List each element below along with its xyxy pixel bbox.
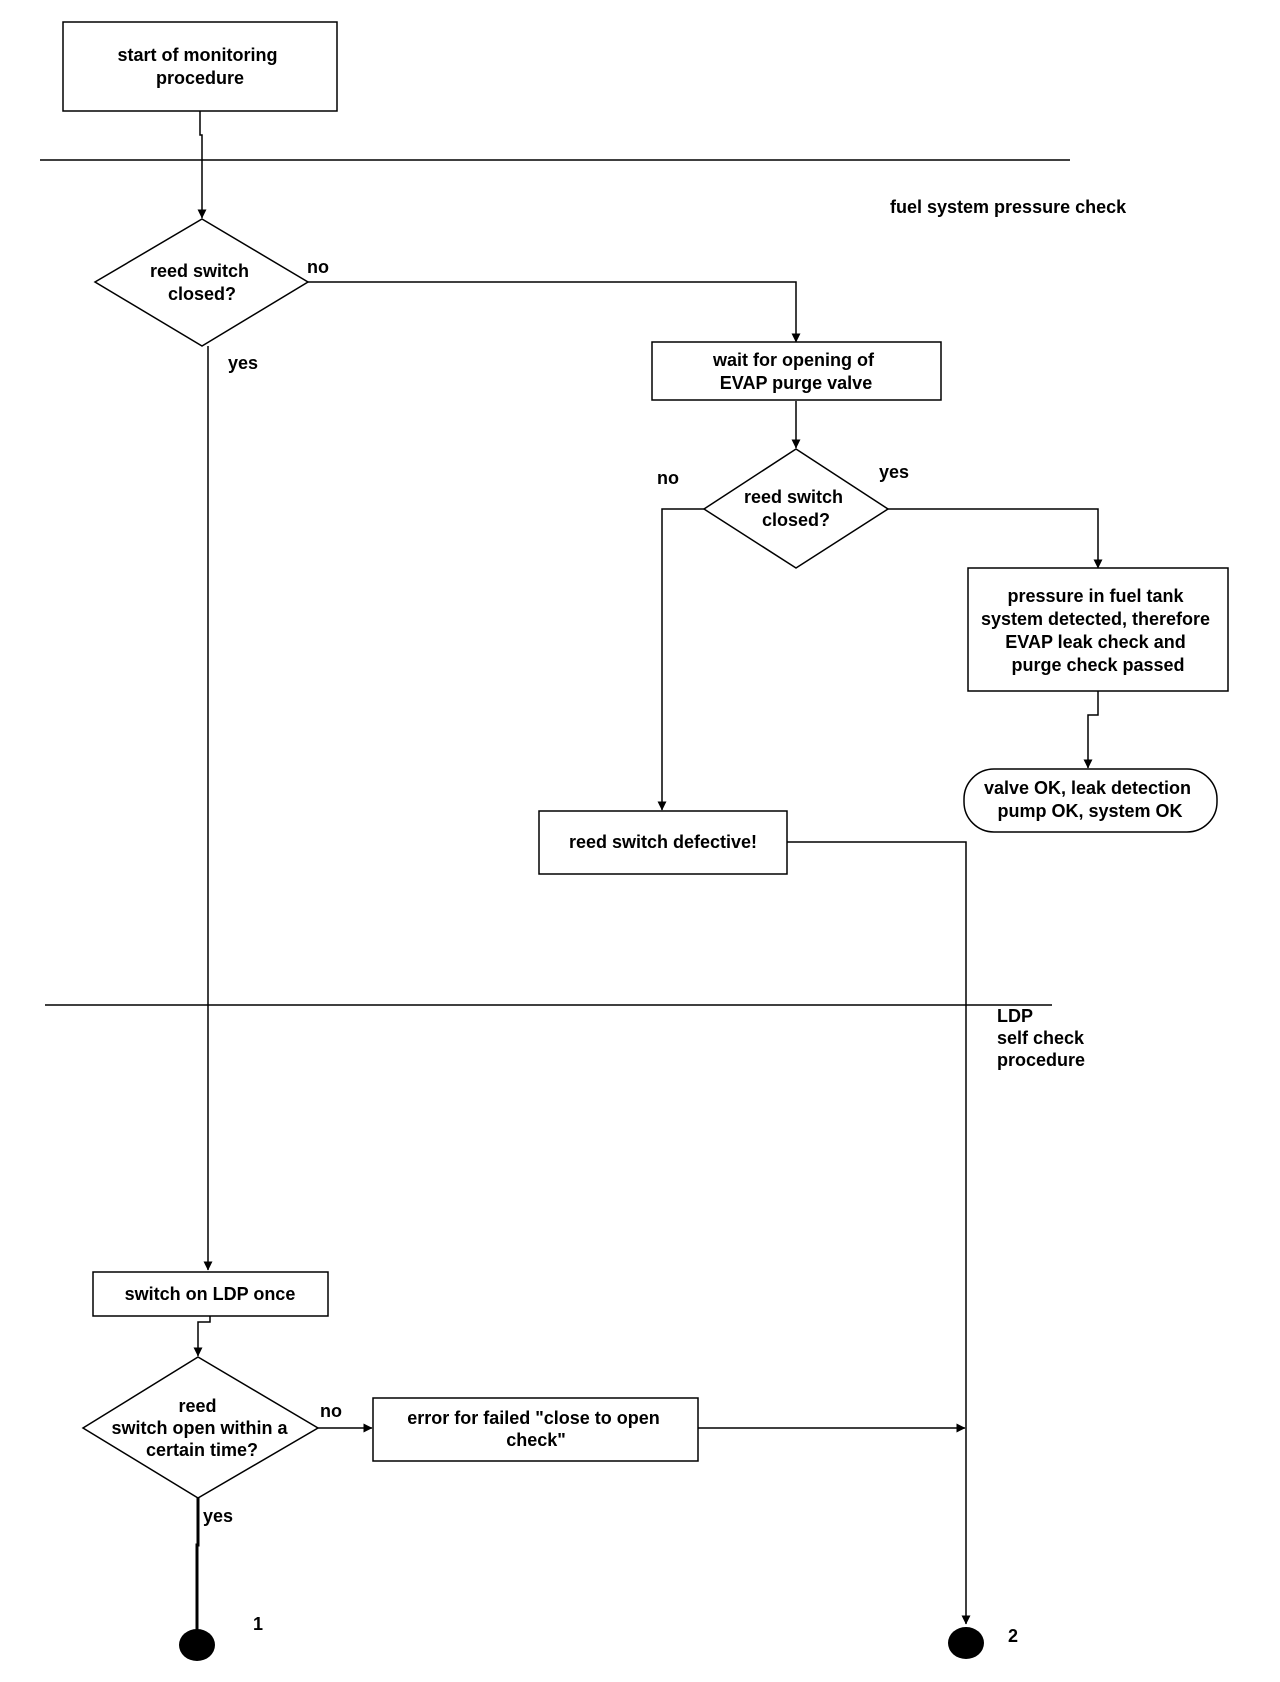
decision-label-line: reed switch: [150, 261, 249, 281]
error-line: check": [506, 1430, 566, 1450]
section-label-ldp-self-check: LDP self check procedure: [997, 1006, 1089, 1070]
decision-label-line: closed?: [168, 284, 236, 304]
pressure-detected-label: pressure in fuel tank system detected, t…: [981, 586, 1215, 675]
wait-purge-line: wait for opening of: [712, 350, 875, 370]
start-box: [62, 21, 338, 112]
decision-reed-open-label: reed switch open within a certain time?: [111, 1396, 292, 1460]
decision-label-line: switch open within a: [111, 1418, 288, 1438]
wait-purge-box-label: wait for opening of EVAP purge valve: [712, 350, 879, 393]
edge-label-d2-no: no: [657, 468, 679, 488]
decision-label-line: closed?: [762, 510, 830, 530]
edge-start-to-decision1: [197, 111, 207, 219]
section-label-ldp-line: self check: [997, 1028, 1085, 1048]
section-label-ldp-line: procedure: [997, 1050, 1085, 1070]
pressure-line: system detected, therefore: [981, 609, 1210, 629]
section-label-fuel-check: fuel system pressure check: [890, 197, 1127, 217]
decision-reed-switch-2: [702, 448, 890, 569]
edge-switch-on-ldp-to-decision3: [193, 1316, 211, 1357]
start-box-line: start of monitoring: [117, 45, 277, 65]
terminal-1-dot: [179, 1629, 215, 1661]
edge-decision3-yes-to-terminal1: [195, 1498, 200, 1630]
pressure-line: EVAP leak check and: [1005, 632, 1185, 652]
edge-label-d1-yes: yes: [228, 353, 258, 373]
pressure-line: purge check passed: [1011, 655, 1184, 675]
edge-pressure-to-system-ok: [1083, 691, 1099, 769]
reed-defective-label: reed switch defective!: [569, 832, 757, 852]
edge-label-d3-no: no: [320, 1401, 342, 1421]
decision-label-line: reed: [178, 1396, 216, 1416]
pressure-detected-box: [967, 567, 1229, 692]
decision-reed-open: [81, 1356, 320, 1499]
wait-purge-line: EVAP purge valve: [720, 373, 872, 393]
error-close-open-label: error for failed "close to open check": [407, 1408, 665, 1450]
edge-defective-to-terminal2: [786, 841, 971, 1625]
edge-decision2-yes-to-pressure: [888, 508, 1103, 569]
edge-label-d1-no: no: [307, 257, 329, 277]
decision-label-line: certain time?: [146, 1440, 258, 1460]
system-ok-line: valve OK, leak detection: [984, 778, 1191, 798]
switch-on-ldp-label: switch on LDP once: [125, 1284, 296, 1304]
system-ok-line: pump OK, system OK: [997, 801, 1182, 821]
edge-decision2-no-to-defective: [657, 508, 704, 811]
start-box-line: procedure: [156, 68, 244, 88]
section-label-ldp-line: LDP: [997, 1006, 1033, 1026]
decision-reed-switch-1: [93, 218, 310, 347]
switch-on-ldp-box: [92, 1271, 329, 1317]
system-ok-label: valve OK, leak detection pump OK, system…: [984, 778, 1196, 821]
error-line: error for failed "close to open: [407, 1408, 660, 1428]
error-close-open-box: [372, 1397, 699, 1462]
edge-decision1-no-to-wait: [308, 281, 801, 343]
system-ok-terminator: [963, 768, 1218, 833]
edge-label-d3-yes: yes: [203, 1506, 233, 1526]
reed-defective-box: [538, 810, 788, 875]
edge-label-d2-yes: yes: [879, 462, 909, 482]
start-box-label: start of monitoring procedure: [117, 45, 282, 88]
decision-reed-switch-2-label: reed switch closed?: [744, 487, 848, 530]
decision-label-line: reed switch: [744, 487, 843, 507]
terminal-1-label: 1: [253, 1614, 263, 1634]
terminal-2-label: 2: [1008, 1626, 1018, 1646]
wait-purge-box: [651, 341, 942, 401]
decision-reed-switch-1-label: reed switch closed?: [150, 261, 254, 304]
terminal-2-dot: [948, 1627, 984, 1659]
pressure-line: pressure in fuel tank: [1007, 586, 1184, 606]
